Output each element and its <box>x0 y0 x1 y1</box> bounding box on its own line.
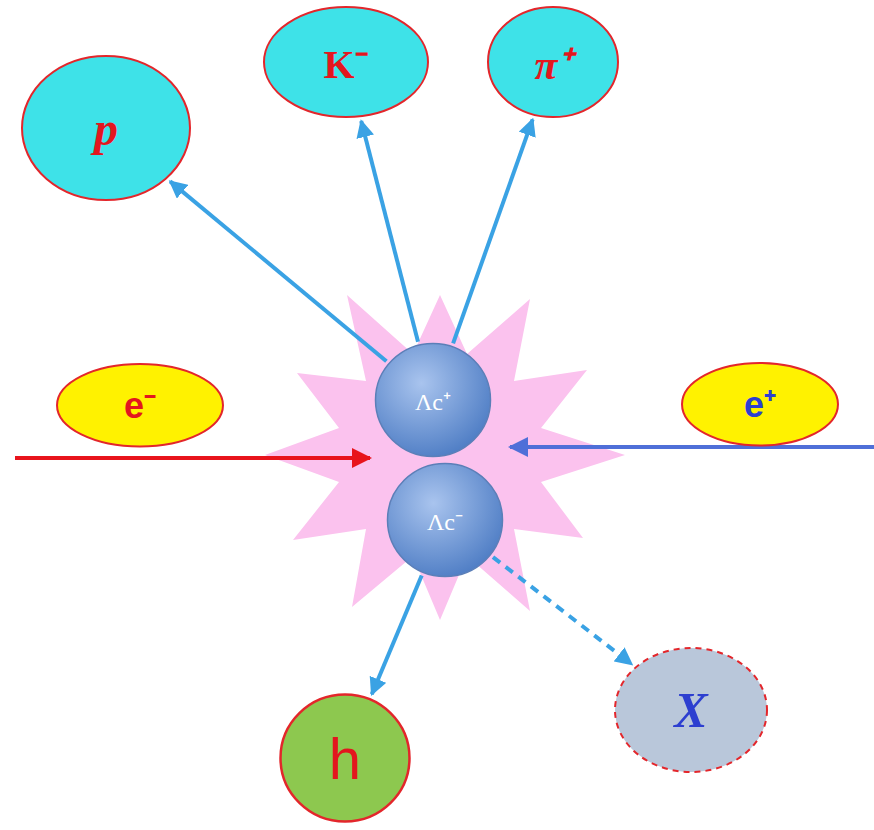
ellipse-shape <box>281 695 410 822</box>
decay-arrow <box>493 557 632 664</box>
ellipse-shape <box>264 7 428 117</box>
positron-ellipse: e⁺ <box>680 361 840 448</box>
electron-beam <box>15 456 370 460</box>
particle-label: X <box>674 681 707 739</box>
particle-label: e⁻ <box>124 380 156 429</box>
particle-label: h <box>329 725 361 792</box>
particle-label: π⁺ <box>535 34 572 91</box>
positron-beam <box>510 445 874 449</box>
lambda-circle: Λc⁻ <box>386 462 504 578</box>
ellipse-shape <box>388 464 503 577</box>
ellipse-shape <box>682 363 838 446</box>
particle-label: p <box>94 101 118 156</box>
electron-ellipse: e⁻ <box>55 362 225 449</box>
ellipse-shape <box>376 344 491 457</box>
particle-label: e⁺ <box>744 379 776 428</box>
particle-label: K⁻ <box>323 35 368 90</box>
proton-ellipse: p <box>20 54 192 202</box>
ellipse-shape <box>57 364 223 447</box>
decay-arrow <box>372 575 422 694</box>
decay-arrow <box>170 181 386 361</box>
decay-arrow <box>453 119 533 343</box>
kaon-ellipse: K⁻ <box>262 5 430 119</box>
decay-arrow <box>361 121 418 342</box>
lambda-circle: Λc⁺ <box>374 342 492 458</box>
hadron-ellipse: h <box>278 692 412 824</box>
ellipse-shape <box>22 56 190 200</box>
ellipse-shape <box>488 7 618 117</box>
ellipse-shape <box>615 648 767 772</box>
particle-label: Λc⁺ <box>415 384 451 417</box>
particle-label: Λc⁻ <box>427 504 463 537</box>
unknown-ellipse: X <box>613 646 769 774</box>
pion-ellipse: π⁺ <box>486 5 620 119</box>
